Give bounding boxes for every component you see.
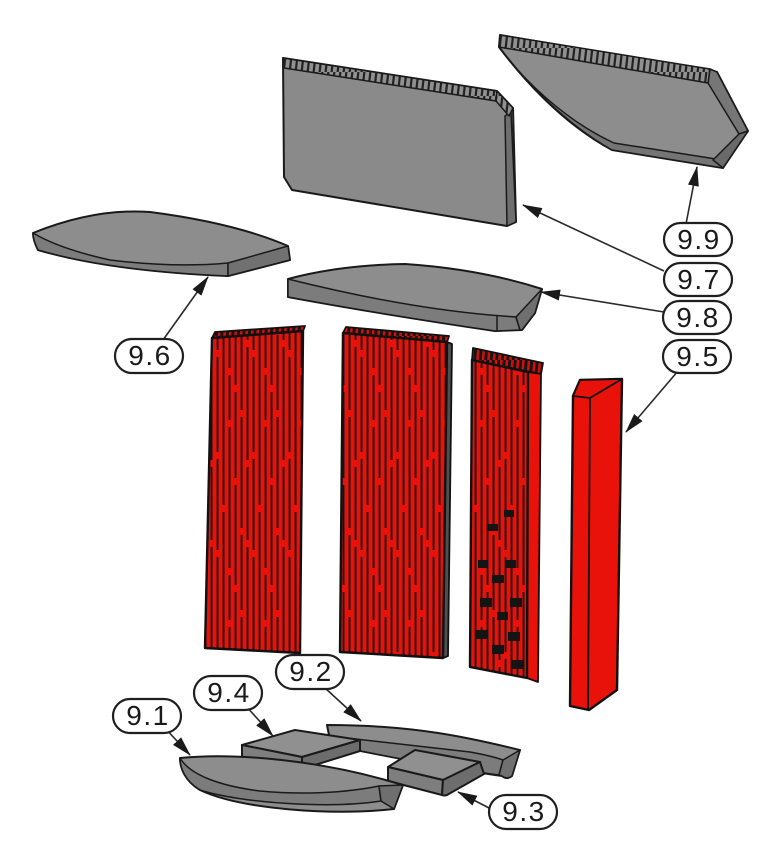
part-firebrick-panel-right bbox=[468, 347, 544, 683]
leader-9-2 bbox=[324, 687, 362, 722]
part-base-plate-front-left bbox=[179, 755, 404, 813]
leader-9-5 bbox=[625, 370, 679, 433]
callout-9-4: 9.4 bbox=[192, 674, 264, 712]
callout-label-9-7: 9.7 bbox=[677, 264, 720, 295]
leader-9-6 bbox=[162, 276, 209, 341]
part-firebrick-panel-center bbox=[338, 326, 453, 660]
callout-label-9-2: 9.2 bbox=[289, 656, 332, 687]
callout-bubbles: 9.6 9.9 9.7 9.8 9.5 9.1 9.4 9.2 bbox=[111, 221, 734, 831]
leader-9-9 bbox=[685, 166, 699, 225]
part-firebrick-panel-left bbox=[203, 325, 306, 655]
callout-label-9-4: 9.4 bbox=[207, 677, 250, 708]
part-base-plate-front-right bbox=[387, 749, 485, 797]
callout-9-9: 9.9 bbox=[662, 221, 734, 258]
callout-label-9-3: 9.3 bbox=[502, 796, 545, 827]
callout-label-9-1: 9.1 bbox=[126, 700, 169, 731]
callout-9-8: 9.8 bbox=[661, 299, 733, 336]
leader-9-7 bbox=[522, 204, 665, 272]
callout-9-3: 9.3 bbox=[487, 793, 559, 831]
part-base-plate-middle bbox=[241, 729, 361, 770]
callout-label-9-6: 9.6 bbox=[128, 340, 171, 371]
callout-9-7: 9.7 bbox=[662, 261, 734, 298]
callout-label-9-5: 9.5 bbox=[676, 341, 719, 372]
callout-label-9-8: 9.8 bbox=[676, 302, 719, 333]
leader-9-8 bbox=[540, 289, 665, 313]
callout-9-6: 9.6 bbox=[113, 337, 185, 375]
callout-9-1: 9.1 bbox=[111, 697, 183, 735]
part-top-plate-right bbox=[498, 34, 749, 169]
callout-label-9-9: 9.9 bbox=[677, 224, 720, 255]
part-top-plate-middle bbox=[287, 263, 543, 332]
callout-9-5: 9.5 bbox=[661, 338, 733, 375]
panel-right-texture bbox=[476, 510, 523, 669]
part-top-plate-left bbox=[32, 210, 291, 277]
part-side-brick-right bbox=[568, 377, 624, 712]
leader-9-3 bbox=[457, 791, 492, 810]
callout-9-2: 9.2 bbox=[274, 653, 346, 691]
part-back-panel bbox=[282, 57, 517, 227]
